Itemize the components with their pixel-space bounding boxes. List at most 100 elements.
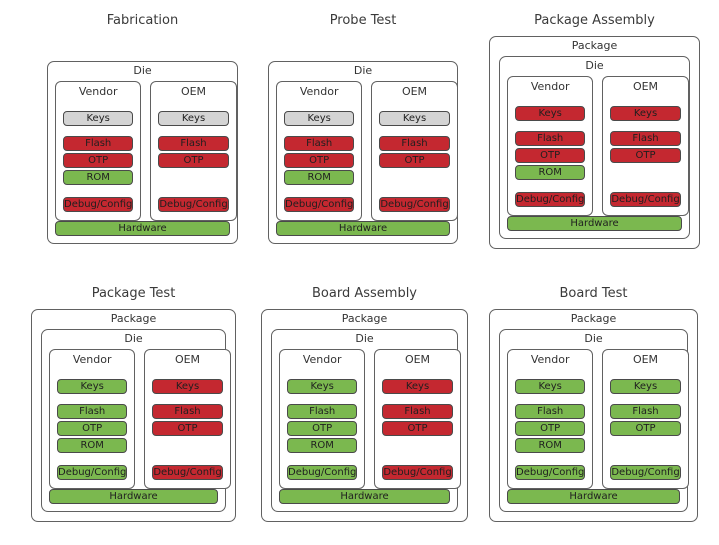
die-columns: Vendor Keys Flash OTP ROM Debug/Config O… [507,76,689,216]
debug-config-chip: Debug/Config [57,465,128,480]
memory-stack: Flash OTP ROM [284,136,355,185]
die-box: Die Vendor Keys Flash OTP ROM Debug/Conf… [47,61,238,244]
debug-config-chip: Debug/Config [284,197,355,212]
memory-stack: Flash OTP [158,136,229,185]
oem-box: OEM Keys Flash OTP Debug/Config [144,349,231,489]
die-label: Die [584,332,603,345]
die-box: Die Vendor Keys Flash OTP ROM Debug/Conf… [41,329,231,512]
debug-config-chip: Debug/Config [152,465,223,480]
vendor-label: Vendor [78,85,118,98]
keys-chip: Keys [284,111,355,126]
memory-stack: Flash OTP ROM [287,404,358,453]
die-box: Die Vendor Keys Flash OTP ROM Debug/Conf… [271,329,461,512]
flash-chip: Flash [287,404,358,419]
debug-config-chip: Debug/Config [379,197,450,212]
otp-chip: OTP [287,421,358,436]
memory-stack: Flash OTP ROM [515,131,586,180]
memory-stack: Flash OTP ROM [515,404,586,453]
rom-chip: ROM [63,170,134,185]
package-box: Package Die Vendor Keys Flash OTP ROM De… [489,309,698,522]
flash-chip: Flash [152,404,223,419]
debug-config-chip: Debug/Config [63,197,134,212]
debug-config-chip: Debug/Config [610,192,681,207]
hardware-bar: Hardware [49,489,218,504]
memory-stack: Flash OTP ROM [57,404,128,453]
keys-chip: Keys [287,379,358,394]
debug-config-chip: Debug/Config [515,465,586,480]
debug-config-chip: Debug/Config [382,465,453,480]
memory-stack: Flash OTP [610,404,681,453]
keys-chip: Keys [63,111,134,126]
oem-label: OEM [632,80,659,93]
flash-chip: Flash [515,404,586,419]
rom-spacer [382,438,452,453]
panel-board-assembly: Board Assembly Package Die Vendor Keys F… [261,285,468,522]
panel-probe-test: Probe Test Die Vendor Keys Flash OTP ROM… [268,12,458,244]
vendor-box: Vendor Keys Flash OTP ROM Debug/Config [507,349,594,489]
otp-chip: OTP [57,421,128,436]
keys-chip: Keys [379,111,450,126]
rom-spacer [610,438,680,453]
package-box: Package Die Vendor Keys Flash OTP ROM De… [489,36,700,249]
package-label: Package [110,312,157,325]
rom-chip: ROM [284,170,355,185]
rom-chip: ROM [287,438,358,453]
flash-chip: Flash [158,136,229,151]
otp-chip: OTP [610,421,681,436]
panel-title: Package Assembly [534,13,655,28]
rom-chip: ROM [57,438,128,453]
vendor-box: Vendor Keys Flash OTP ROM Debug/Config [55,81,142,221]
die-box: Die Vendor Keys Flash OTP ROM Debug/Conf… [499,56,690,239]
keys-chip: Keys [515,379,586,394]
vendor-label: Vendor [72,353,112,366]
package-label: Package [570,312,617,325]
keys-chip: Keys [382,379,453,394]
flash-chip: Flash [382,404,453,419]
oem-box: OEM Keys Flash OTP Debug/Config [371,81,458,221]
die-label: Die [355,332,374,345]
oem-label: OEM [632,353,659,366]
otp-chip: OTP [284,153,355,168]
vendor-box: Vendor Keys Flash OTP ROM Debug/Config [49,349,136,489]
flash-chip: Flash [63,136,134,151]
die-label: Die [124,332,143,345]
die-label: Die [353,64,373,77]
memory-stack: Flash OTP ROM [63,136,134,185]
package-box: Package Die Vendor Keys Flash OTP ROM De… [31,309,236,522]
rom-spacer [610,165,680,180]
oem-label: OEM [404,353,431,366]
die-columns: Vendor Keys Flash OTP ROM Debug/Config O… [276,81,458,221]
memory-stack: Flash OTP [152,404,223,453]
memory-stack: Flash OTP [610,131,681,180]
hardware-bar: Hardware [279,489,450,504]
vendor-label: Vendor [299,85,339,98]
panel-title: Board Test [559,286,628,301]
vendor-box: Vendor Keys Flash OTP ROM Debug/Config [507,76,594,216]
otp-chip: OTP [158,153,229,168]
otp-chip: OTP [379,153,450,168]
rom-chip: ROM [515,165,586,180]
hardware-bar: Hardware [55,221,230,236]
die-label: Die [585,59,604,72]
flash-chip: Flash [379,136,450,151]
vendor-label: Vendor [530,80,570,93]
rom-chip: ROM [515,438,586,453]
oem-box: OEM Keys Flash OTP Debug/Config [374,349,461,489]
otp-chip: OTP [610,148,681,163]
keys-chip: Keys [57,379,128,394]
hardware-bar: Hardware [507,216,682,231]
debug-config-chip: Debug/Config [515,192,586,207]
die-label: Die [133,64,152,77]
debug-config-chip: Debug/Config [158,197,229,212]
flash-chip: Flash [610,131,681,146]
flash-chip: Flash [515,131,586,146]
panel-board-test: Board Test Package Die Vendor Keys Flash… [489,285,698,522]
debug-config-chip: Debug/Config [610,465,681,480]
oem-box: OEM Keys Flash OTP Debug/Config [150,81,237,221]
panel-title: Fabrication [106,13,179,28]
debug-config-chip: Debug/Config [287,465,358,480]
package-label: Package [341,312,388,325]
panel-fabrication: Fabrication Die Vendor Keys Flash OTP RO… [47,12,238,244]
memory-stack: Flash OTP [382,404,453,453]
oem-label: OEM [180,85,207,98]
